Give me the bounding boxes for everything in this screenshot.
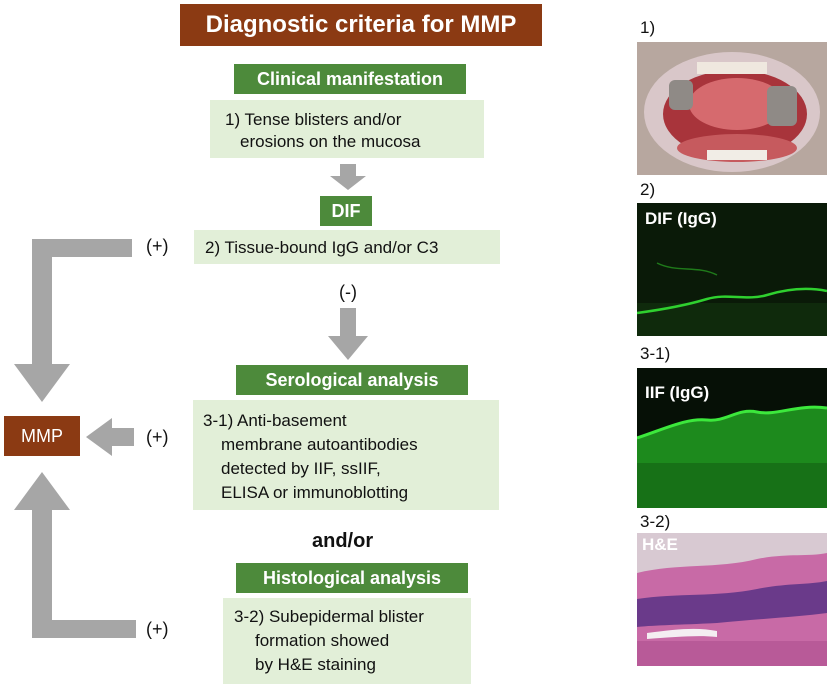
oral-mucosa-photo: [637, 42, 827, 175]
serological-line-3: detected by IIF, ssIIF,: [221, 459, 381, 478]
clinical-line-1: 1) Tense blisters and/or: [225, 110, 402, 129]
clinical-manifestation-box: 1) Tense blisters and/or erosions on the…: [210, 100, 484, 158]
histological-line-3: by H&E staining: [255, 655, 376, 674]
arrow-clinical-to-dif: [330, 164, 366, 190]
dif-overlay-label: DIF (IgG): [645, 209, 717, 228]
clinical-line-2: erosions on the mucosa: [240, 132, 421, 151]
iif-overlay-label: IIF (IgG): [645, 383, 710, 402]
mmp-result-box: MMP: [4, 416, 80, 456]
iif-image: [637, 368, 827, 508]
histological-analysis-header: Histological analysis: [236, 563, 468, 593]
arrow-serological-positive-to-mmp: [86, 418, 134, 456]
he-image: [637, 533, 827, 666]
dif-text: 2) Tissue-bound IgG and/or C3: [205, 238, 439, 257]
positive-sign-histological: (+): [146, 619, 169, 639]
he-overlay-label: H&E: [642, 535, 678, 554]
panel-2-label: 2): [640, 180, 656, 199]
serological-line-1: 3-1) Anti-basement: [203, 411, 347, 430]
histological-analysis-box: 3-2) Subepidermal blister formation show…: [223, 598, 471, 684]
dif-box: 2) Tissue-bound IgG and/or C3: [194, 230, 500, 264]
diagram-title: Diagnostic criteria for MMP: [180, 4, 542, 46]
panel-3-label: 3-1): [640, 344, 671, 363]
panel-1-label: 1): [640, 18, 656, 37]
arrow-histological-positive-to-mmp: [14, 472, 136, 638]
arrow-dif-to-serological: [328, 308, 368, 360]
dif-header: DIF: [320, 196, 372, 226]
serological-line-4: ELISA or immunoblotting: [221, 483, 409, 502]
serological-analysis-header: Serological analysis: [236, 365, 468, 395]
negative-sign-dif: (-): [339, 282, 357, 302]
dif-image: [637, 203, 827, 336]
serological-line-2: membrane autoantibodies: [221, 435, 418, 454]
and-or-label: and/or: [312, 530, 374, 552]
histological-line-2: formation showed: [255, 631, 390, 650]
positive-sign-serological: (+): [146, 427, 169, 447]
clinical-manifestation-header: Clinical manifestation: [234, 64, 466, 94]
histological-line-1: 3-2) Subepidermal blister: [234, 607, 424, 626]
serological-analysis-box: 3-1) Anti-basement membrane autoantibodi…: [193, 400, 499, 510]
arrow-dif-positive-to-mmp: [14, 239, 132, 402]
panel-4-label: 3-2): [640, 512, 671, 531]
positive-sign-dif: (+): [146, 236, 169, 256]
